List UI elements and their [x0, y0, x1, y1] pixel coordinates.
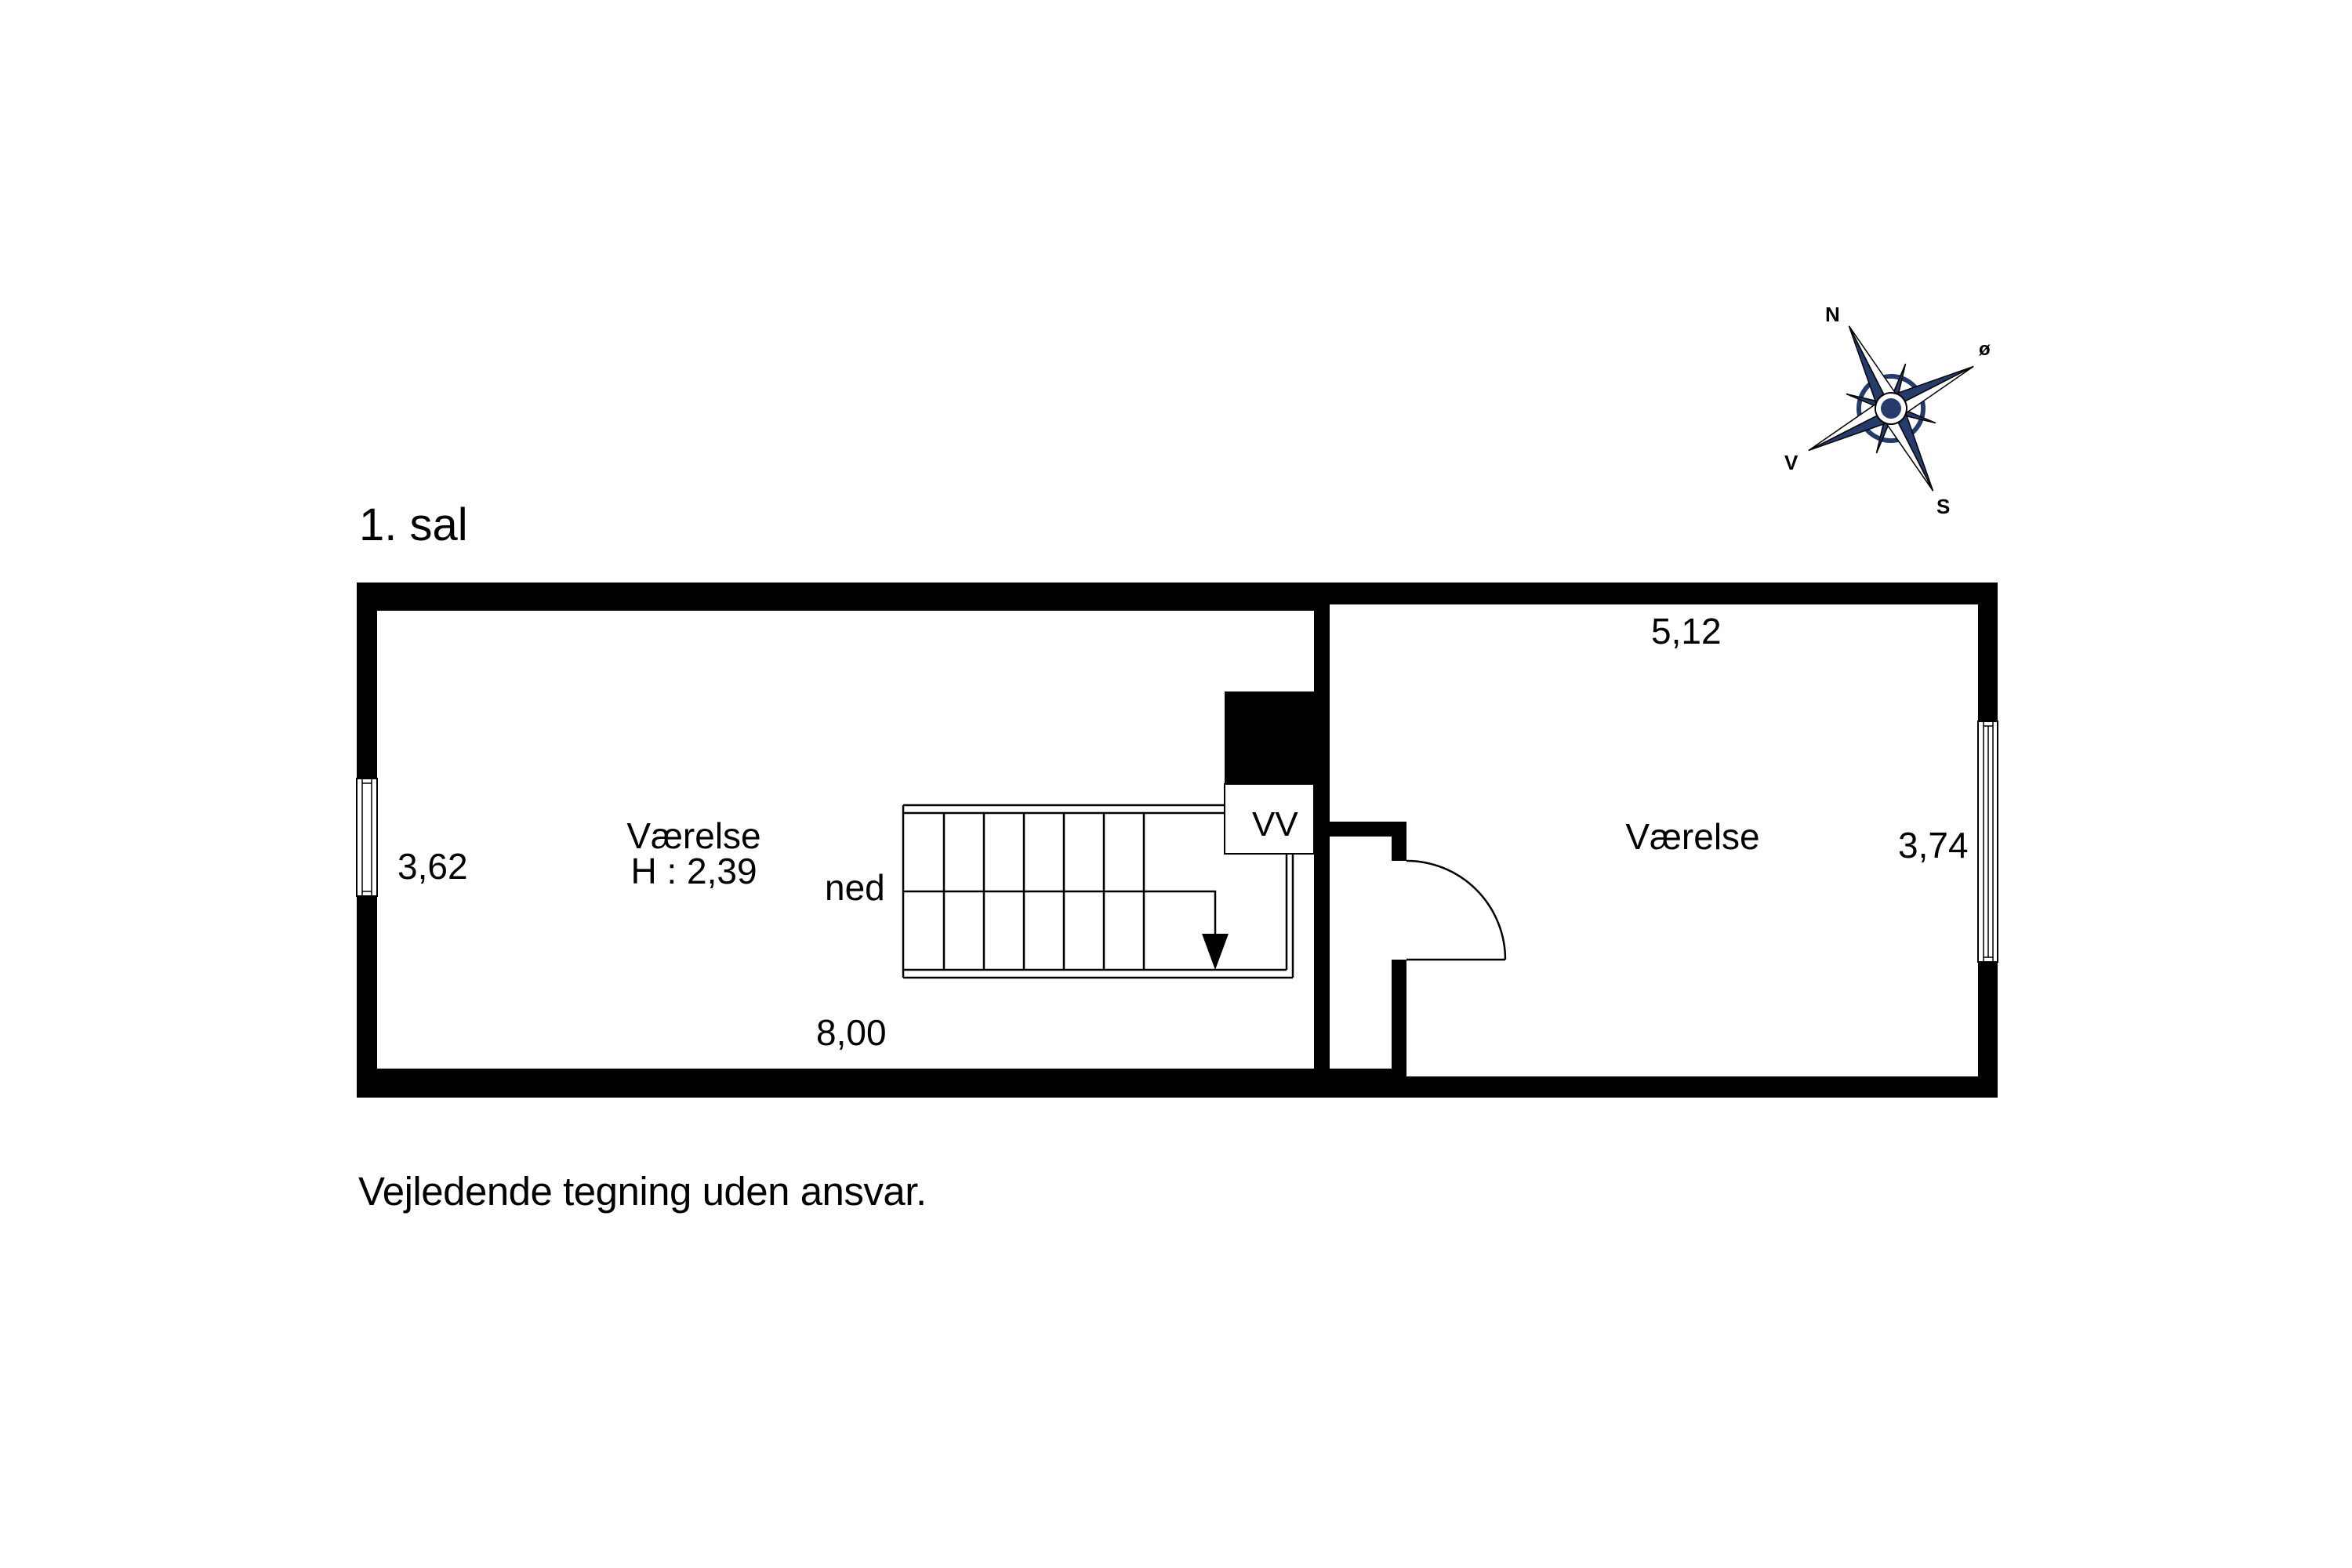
window-right — [1977, 720, 1998, 963]
room-left-name: Værelse — [626, 815, 761, 856]
room-left-depth-dimension: 3,62 — [397, 846, 468, 887]
compass-north-label: N — [1825, 303, 1840, 326]
room-right-name: Værelse — [1625, 816, 1760, 857]
water-heater-label: VV — [1252, 805, 1298, 844]
water-heater-box — [1224, 783, 1315, 855]
floor-title: 1. sal — [359, 499, 468, 550]
room-left-floor — [377, 611, 1314, 1069]
door — [1406, 859, 1507, 961]
disclaimer-text: Vejledende tegning uden ansvar. — [358, 1169, 927, 1214]
wall-stub — [1392, 822, 1406, 861]
compass-east-label: ø — [1979, 339, 1991, 360]
compass-rose — [1808, 325, 1974, 492]
room-left-height: H : 2,39 — [630, 851, 757, 891]
stair-arrow-icon — [1202, 934, 1229, 970]
walls — [357, 583, 1998, 1098]
room-right-width-dimension: 5,12 — [1651, 611, 1722, 652]
stair-direction-line — [903, 890, 1217, 937]
room-left-width-dimension: 8,00 — [816, 1012, 887, 1053]
compass-west-label: V — [1784, 451, 1798, 474]
staircase — [902, 804, 1294, 979]
stair-direction-label: ned — [825, 867, 885, 908]
window-left — [356, 778, 378, 897]
chimney — [1225, 691, 1330, 784]
room-right-floor — [1406, 604, 1978, 1076]
wall-lower — [1392, 960, 1406, 1076]
room-right-depth-dimension: 3,74 — [1898, 825, 1969, 866]
wall-stub — [1330, 822, 1406, 837]
compass-south-label: S — [1936, 495, 1951, 518]
